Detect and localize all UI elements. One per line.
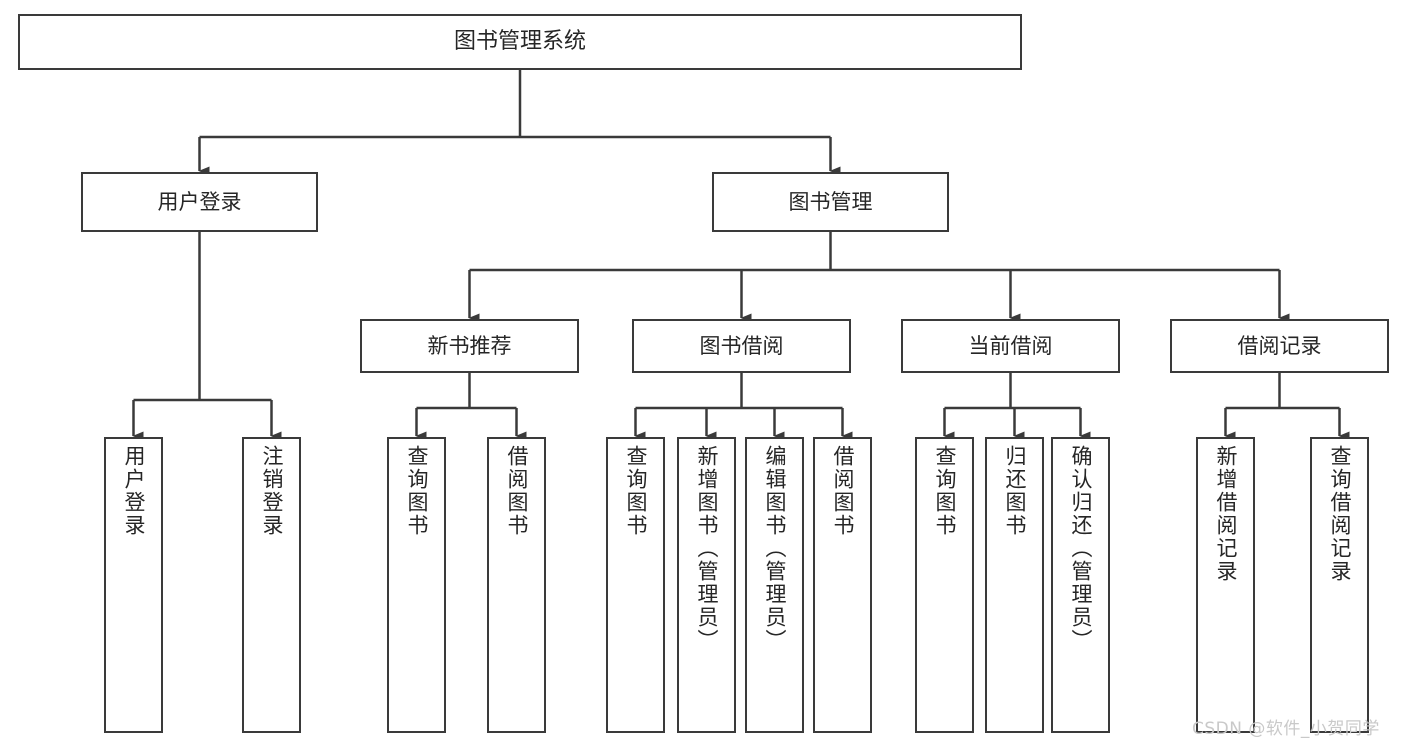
node-label-leaf-add-book: 新增图书（管理员） [695,445,719,652]
node-leaf-user-login[interactable]: 用户登录 [104,437,163,733]
node-label-leaf-query-3: 查询图书 [933,445,957,537]
node-label-book-borrow: 图书借阅 [699,333,784,358]
node-leaf-confirm[interactable]: 确认归还（管理员） [1051,437,1110,733]
node-label-new-book-rec: 新书推荐 [427,333,512,358]
node-label-root: 图书管理系统 [453,29,586,55]
node-leaf-borrow-2[interactable]: 借阅图书 [813,437,872,733]
node-leaf-add-book[interactable]: 新增图书（管理员） [677,437,736,733]
node-book-manage[interactable]: 图书管理 [712,172,949,232]
node-label-user-login: 用户登录 [157,189,242,214]
node-leaf-query-3[interactable]: 查询图书 [915,437,974,733]
node-label-leaf-query-1: 查询图书 [405,445,429,537]
node-user-login[interactable]: 用户登录 [81,172,318,232]
node-root[interactable]: 图书管理系统 [18,14,1022,70]
node-label-leaf-user-login: 用户登录 [122,445,146,537]
node-label-leaf-query-rec: 查询借阅记录 [1328,445,1352,583]
node-label-leaf-edit-book: 编辑图书（管理员） [763,445,787,652]
node-new-book-rec[interactable]: 新书推荐 [360,319,579,373]
node-leaf-query-rec[interactable]: 查询借阅记录 [1310,437,1369,733]
node-leaf-add-rec[interactable]: 新增借阅记录 [1196,437,1255,733]
node-label-leaf-add-rec: 新增借阅记录 [1214,445,1238,583]
node-leaf-logout[interactable]: 注销登录 [242,437,301,733]
node-leaf-borrow-1[interactable]: 借阅图书 [487,437,546,733]
node-label-leaf-borrow-2: 借阅图书 [831,445,855,537]
node-label-leaf-confirm: 确认归还（管理员） [1069,445,1093,652]
node-label-borrow-record: 借阅记录 [1237,333,1322,358]
node-leaf-query-1[interactable]: 查询图书 [387,437,446,733]
node-label-current-borrow: 当前借阅 [968,333,1053,358]
node-leaf-query-2[interactable]: 查询图书 [606,437,665,733]
node-label-leaf-return: 归还图书 [1003,445,1027,537]
node-label-leaf-logout: 注销登录 [260,445,284,537]
node-borrow-record[interactable]: 借阅记录 [1170,319,1389,373]
node-leaf-return[interactable]: 归还图书 [985,437,1044,733]
node-book-borrow[interactable]: 图书借阅 [632,319,851,373]
node-label-leaf-query-2: 查询图书 [624,445,648,537]
node-current-borrow[interactable]: 当前借阅 [901,319,1120,373]
node-label-leaf-borrow-1: 借阅图书 [505,445,529,537]
node-label-book-manage: 图书管理 [788,189,873,214]
node-leaf-edit-book[interactable]: 编辑图书（管理员） [745,437,804,733]
